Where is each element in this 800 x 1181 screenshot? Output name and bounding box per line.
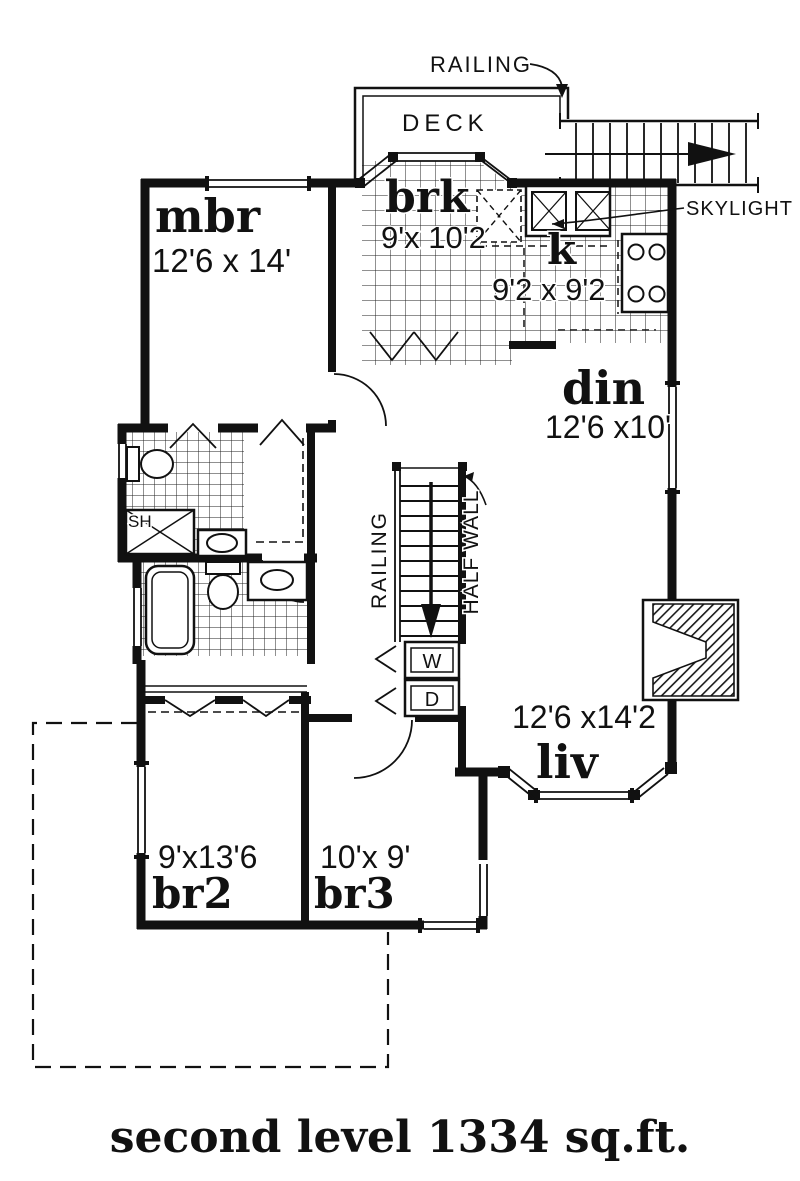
skylight-label: SKYLIGHT: [686, 198, 793, 220]
room-dims-liv: 12'6 x14'2: [512, 699, 656, 735]
room-dims-br3: 10'x 9': [320, 839, 411, 875]
room-label-br3: br3: [314, 869, 395, 918]
plan-caption: second level 1334 sq.ft.: [110, 1112, 691, 1163]
room-dims-din: 12'6 x10': [545, 409, 671, 445]
washer-label: W: [423, 651, 442, 673]
counter-dashed-lines: [480, 240, 656, 331]
railing-arrowhead: [556, 84, 568, 98]
kitchen-sink: [524, 184, 612, 238]
stair-down-arrowhead: [421, 604, 441, 638]
room-label-mbr: mbr: [155, 189, 261, 243]
toilet-bowl-2: [207, 574, 239, 610]
half-wall-arrowhead: [464, 472, 474, 482]
exterior-stairs-direction-arrow: [688, 142, 736, 166]
deck-area: [353, 63, 570, 181]
stair-railing-lines: [394, 468, 401, 642]
room-label-br2: br2: [152, 869, 233, 918]
room-dims-kitchen: 9'2 x 9'2: [492, 272, 606, 307]
sink-basin: [206, 533, 238, 553]
room-dims-br2: 9'x13'6: [158, 839, 257, 875]
toilet-tank-2: [205, 561, 241, 575]
bath2-fixtures: [144, 560, 309, 656]
toilet-bowl: [140, 449, 174, 479]
windows: [118, 152, 680, 933]
vanity-counter-2: [246, 560, 309, 602]
room-dims-mbr: 12'6 x 14': [152, 242, 291, 279]
closet-rods: [141, 438, 307, 713]
stair-railing-label: RAILING: [368, 511, 391, 609]
laundry-door-chevron-2: [374, 687, 397, 715]
kitchen-fixtures: [476, 184, 670, 331]
br3-door-arc: [353, 719, 413, 779]
room-label-brk: brk: [385, 172, 471, 223]
railing-leader-arrow: [529, 63, 563, 87]
room-label-liv: liv: [536, 735, 599, 789]
room-label-din: din: [562, 361, 645, 415]
sink-basin-2: [260, 569, 294, 591]
shower-label: SH: [128, 512, 152, 531]
laundry-door-chevron: [374, 645, 397, 673]
pantry-door-chevrons: [369, 331, 459, 362]
bath1-door-chevron: [169, 422, 217, 449]
closet-door-chevron: [259, 418, 305, 446]
interior-walls: [137, 179, 556, 929]
bathtub: [144, 564, 196, 656]
half-wall-label: HALF WALL: [460, 490, 483, 615]
bath1-fixtures: [124, 446, 248, 558]
skylight-arrowhead: [552, 219, 564, 229]
deck-label: DECK: [402, 110, 489, 137]
fireplace: [641, 598, 740, 702]
exterior-walls: [117, 178, 677, 930]
dryer-label: D: [425, 689, 439, 711]
br2-closet-door-chevron: [164, 699, 216, 718]
deck-railing-label: RAILING: [430, 52, 532, 77]
room-dims-brk: 9'x 10'2: [381, 220, 486, 255]
mbr-door-arc: [333, 373, 387, 427]
br2-closet-door-chevron-2: [242, 699, 290, 718]
toilet-tank: [126, 446, 140, 482]
laundry-boxes: [403, 640, 461, 718]
room-label-kitchen: k: [547, 225, 577, 274]
labels: RAILING DECK SKYLIGHT mbr 12'6 x 14' brk…: [108, 51, 793, 1165]
